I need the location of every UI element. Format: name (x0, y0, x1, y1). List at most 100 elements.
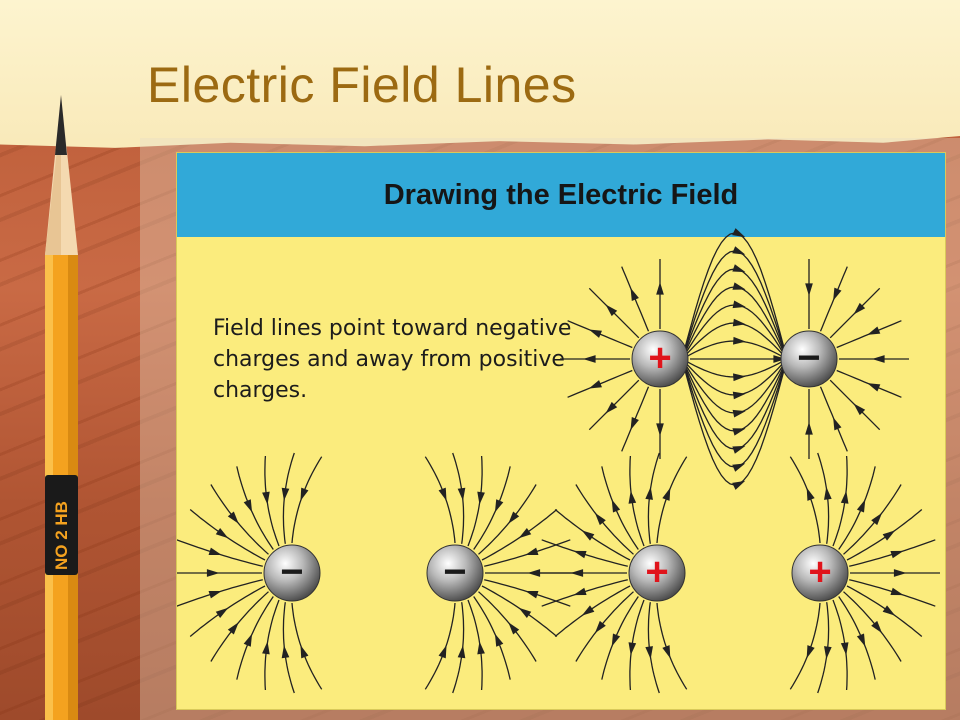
field-line (575, 591, 634, 662)
positive-charge: + (628, 544, 686, 602)
charge-symbol: − (280, 550, 303, 594)
field-arrow (645, 486, 653, 500)
field-arrows (206, 228, 907, 660)
charge-symbol: + (645, 550, 668, 594)
field-lines (177, 232, 940, 694)
field-line (789, 602, 821, 690)
field-line (478, 484, 537, 555)
field-arrow (882, 605, 896, 616)
charge-symbol: + (808, 550, 831, 594)
field-line (452, 452, 465, 544)
field-arrow (477, 641, 485, 655)
field-arrow (300, 645, 309, 659)
slide-title: Electric Field Lines (147, 57, 577, 113)
field-arrow (656, 282, 664, 295)
field-arrow (732, 445, 746, 454)
field-arrow (518, 527, 532, 539)
field-arrow (856, 499, 866, 513)
field-arrow (628, 642, 637, 656)
field-arrow (824, 486, 832, 500)
field-arrow (208, 547, 222, 556)
field-line (291, 456, 323, 544)
field-arrow (300, 487, 309, 501)
field-line (656, 456, 688, 544)
field-arrow (805, 422, 813, 435)
field-arrow (662, 487, 671, 501)
field-line (210, 591, 269, 662)
field-line (575, 484, 634, 555)
field-line (789, 456, 821, 544)
field-arrow (840, 642, 849, 656)
field-arrow (833, 287, 842, 301)
field-line (177, 539, 263, 567)
field-line (282, 602, 295, 694)
field-arrow (573, 550, 587, 559)
field-arrow (732, 480, 746, 490)
field-arrow (588, 329, 602, 338)
field-arrow (570, 569, 584, 577)
field-arrow (630, 287, 639, 301)
field-arrow (824, 646, 832, 660)
panel-heading: Drawing the Electric Field (383, 178, 739, 211)
field-arrow (605, 304, 618, 317)
field-line (478, 591, 537, 662)
field-arrow (656, 423, 664, 436)
field-arrow (262, 641, 270, 655)
field-arrow (806, 487, 815, 501)
field-line (282, 452, 295, 544)
field-arrow (477, 491, 485, 505)
field-arrow (732, 318, 746, 327)
field-arrow (518, 607, 532, 619)
field-arrow (867, 326, 881, 335)
field-arrow (525, 590, 539, 599)
negative-charge: − (780, 330, 838, 388)
field-arrow (508, 511, 520, 524)
field-line (656, 602, 688, 690)
content-panel: Drawing the Electric Field Field lines p… (176, 152, 946, 710)
field-arrow (438, 645, 447, 659)
field-arrow (893, 569, 907, 577)
field-line (424, 456, 456, 544)
field-arrow (733, 373, 746, 382)
field-arrow (581, 530, 595, 541)
field-arrow (527, 569, 541, 577)
field-arrow (438, 487, 447, 501)
field-arrow (732, 282, 746, 290)
field-arrow (732, 463, 746, 472)
field-arrow (262, 491, 270, 505)
field-line (424, 602, 456, 690)
field-line (177, 579, 263, 607)
field-arrow (605, 401, 618, 414)
field-arrow (583, 355, 596, 363)
charge-symbol: + (648, 336, 671, 380)
field-arrow (457, 487, 466, 501)
field-arrow (611, 499, 621, 513)
field-arrow (588, 380, 602, 389)
field-line (843, 484, 902, 555)
field-arrow (281, 487, 290, 501)
field-arrow (457, 645, 466, 659)
field-line (291, 602, 323, 690)
field-arrow (882, 530, 896, 541)
field-arrow (871, 512, 883, 526)
field-arrow (215, 527, 229, 539)
field-line (484, 539, 571, 567)
paper-background (0, 0, 960, 148)
field-arrow (611, 633, 621, 647)
field-line (210, 484, 269, 555)
field-arrow (853, 403, 866, 416)
field-arrow (805, 283, 813, 296)
field-arrow (871, 620, 883, 634)
panel-description: Field lines point toward negative charge… (213, 316, 572, 403)
field-arrow (732, 300, 746, 309)
negative-charge: − (263, 544, 321, 602)
field-arrow (732, 264, 746, 273)
field-arrow (872, 355, 885, 363)
field-arrow (243, 633, 253, 647)
field-arrow (732, 409, 746, 418)
field-arrow (227, 622, 239, 635)
field-arrow (281, 645, 290, 659)
field-arrow (662, 645, 671, 659)
field-arrow (206, 569, 220, 577)
field-arrow (890, 550, 904, 559)
